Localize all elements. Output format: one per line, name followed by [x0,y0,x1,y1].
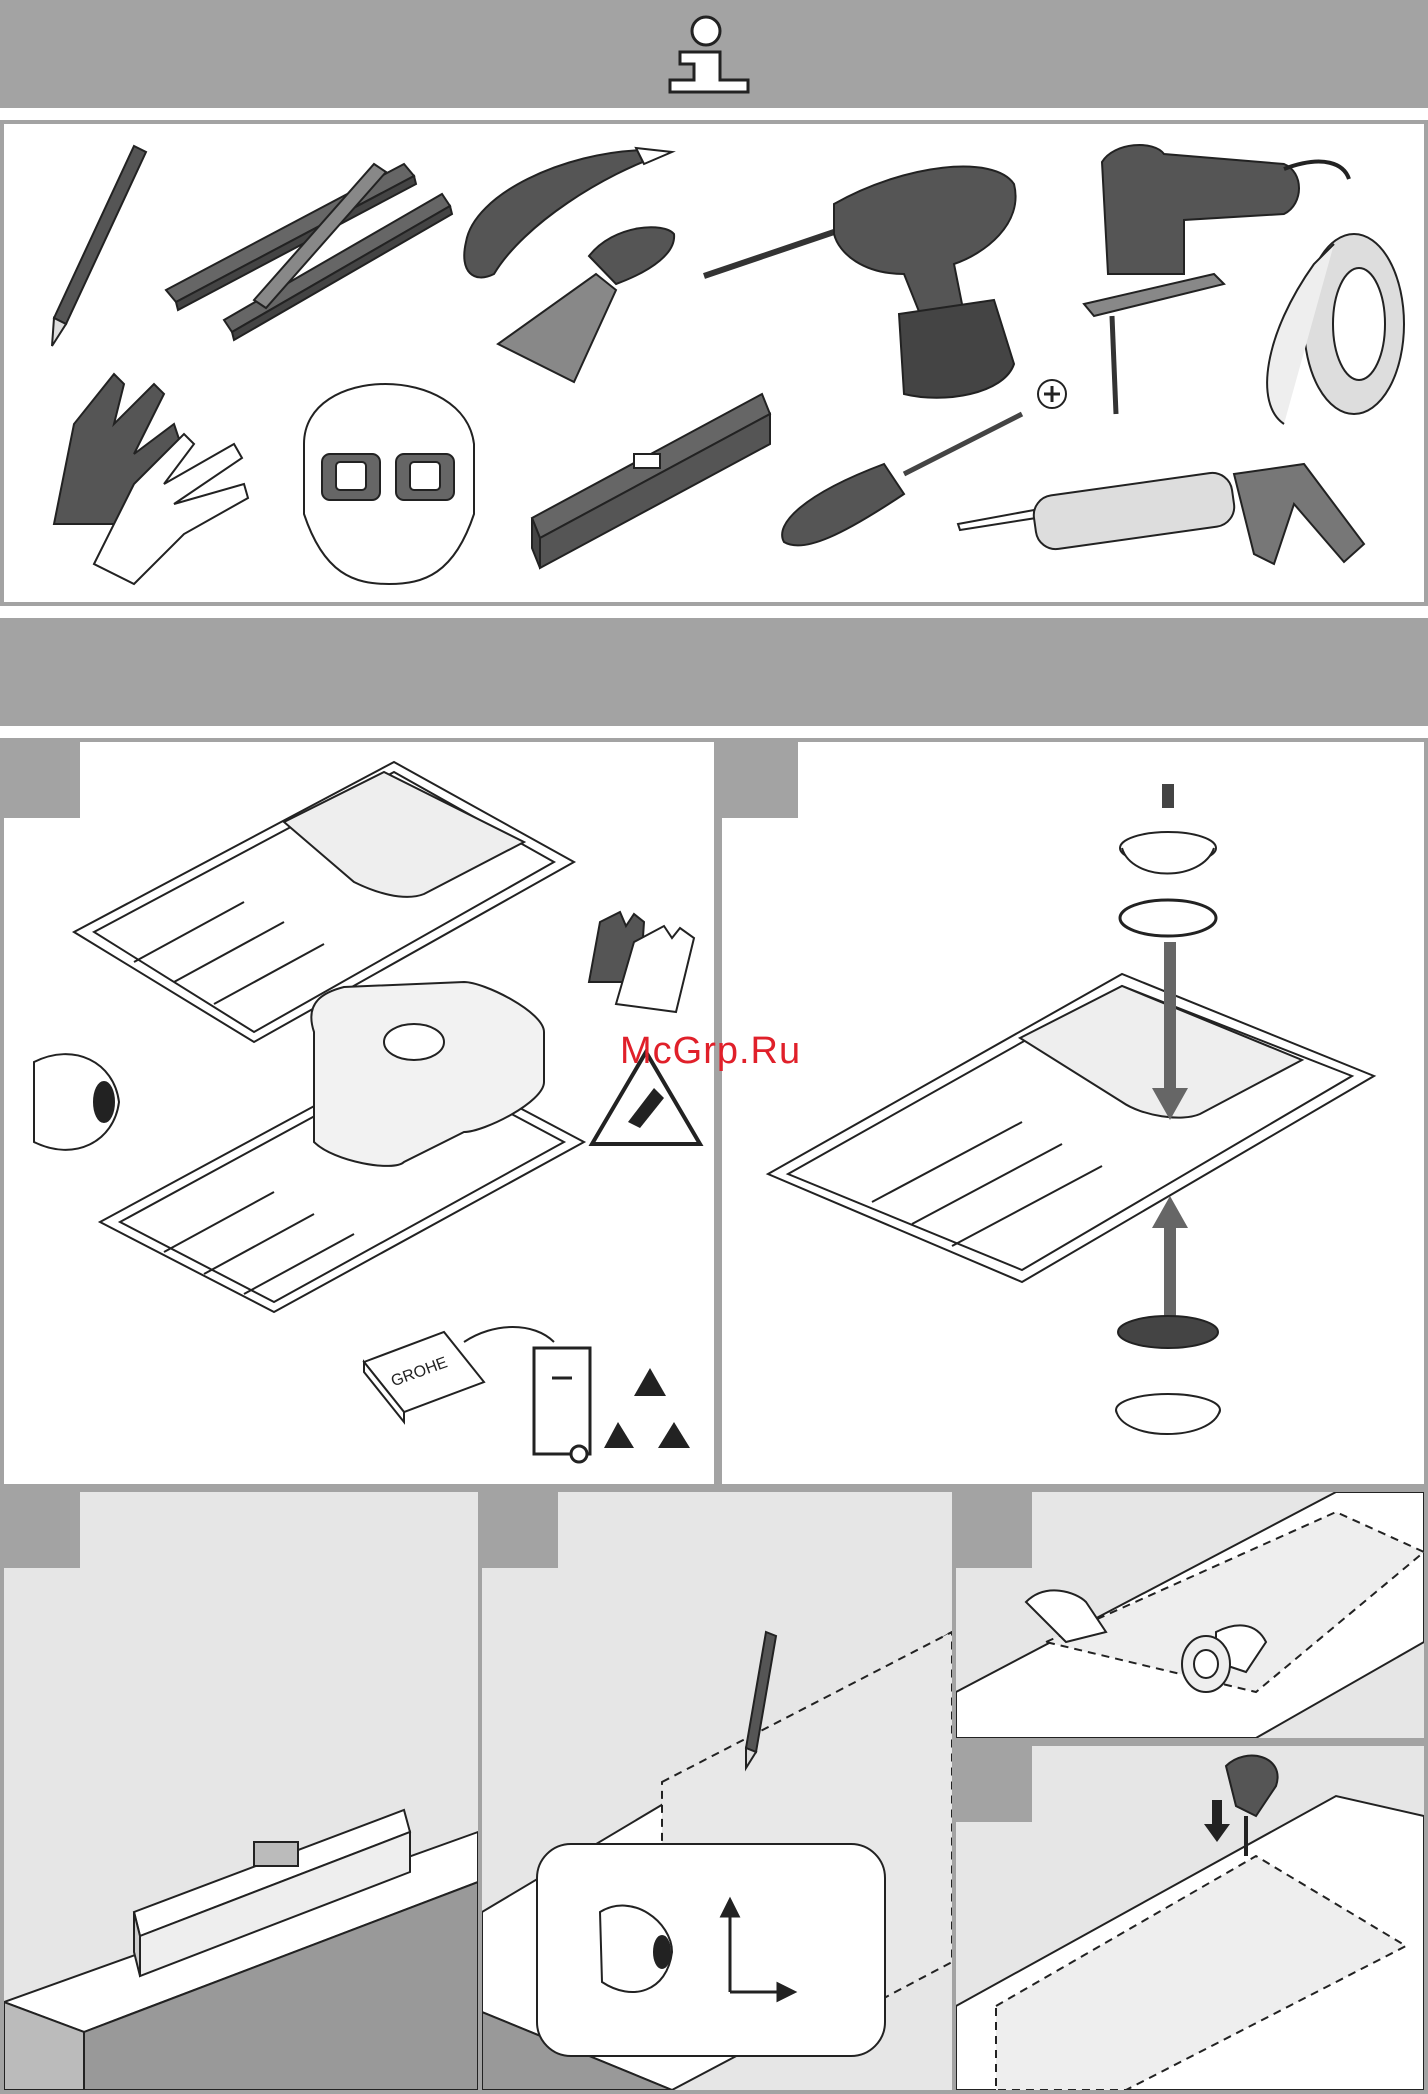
spirit-level-icon [532,394,770,568]
gloves-icon [54,374,248,584]
arrow-icon [464,1327,554,1342]
masking-tape-icon [1267,234,1404,424]
phillips-plus-icon [1038,380,1066,408]
sink-icon [768,974,1374,1282]
basket-icon [1116,1316,1220,1434]
watermark-text: McGrp.Ru [620,1030,801,1073]
pencil-icon [52,146,146,346]
inspect-eye-icon [34,1054,119,1150]
caulking-gun-icon [958,464,1364,564]
strainer-icon [1120,832,1216,874]
step-assemble-panel [718,738,1428,1488]
header-bar [0,0,1428,108]
bin-icon [534,1348,590,1462]
step-level-panel [0,1488,482,2094]
tape-roll-icon [1182,1636,1230,1692]
screw-icon [1162,784,1174,808]
cordless-drill-icon [704,167,1016,398]
putty-knife-icon [498,227,674,382]
gasket-icon [1120,900,1216,936]
callout-icon [537,1844,885,2056]
folding-ruler-icon [166,164,452,340]
arrow-down-icon [1204,1800,1230,1842]
arrow-up-icon [1152,1196,1188,1320]
info-icon [0,0,1428,108]
section-bar [0,618,1428,726]
tools-panel [0,120,1428,606]
step-drill-panel [952,1742,1428,2094]
gloves-icon [589,912,694,1012]
recycle-icon [604,1368,690,1448]
step-tape-panel [952,1488,1428,1742]
step-mark-panel [478,1488,956,2094]
step-unpack-panel: GROHE [0,738,718,1488]
sink-icon [74,762,584,1312]
safety-goggles-icon [304,384,474,584]
grohe-box-icon: GROHE [364,1332,484,1422]
